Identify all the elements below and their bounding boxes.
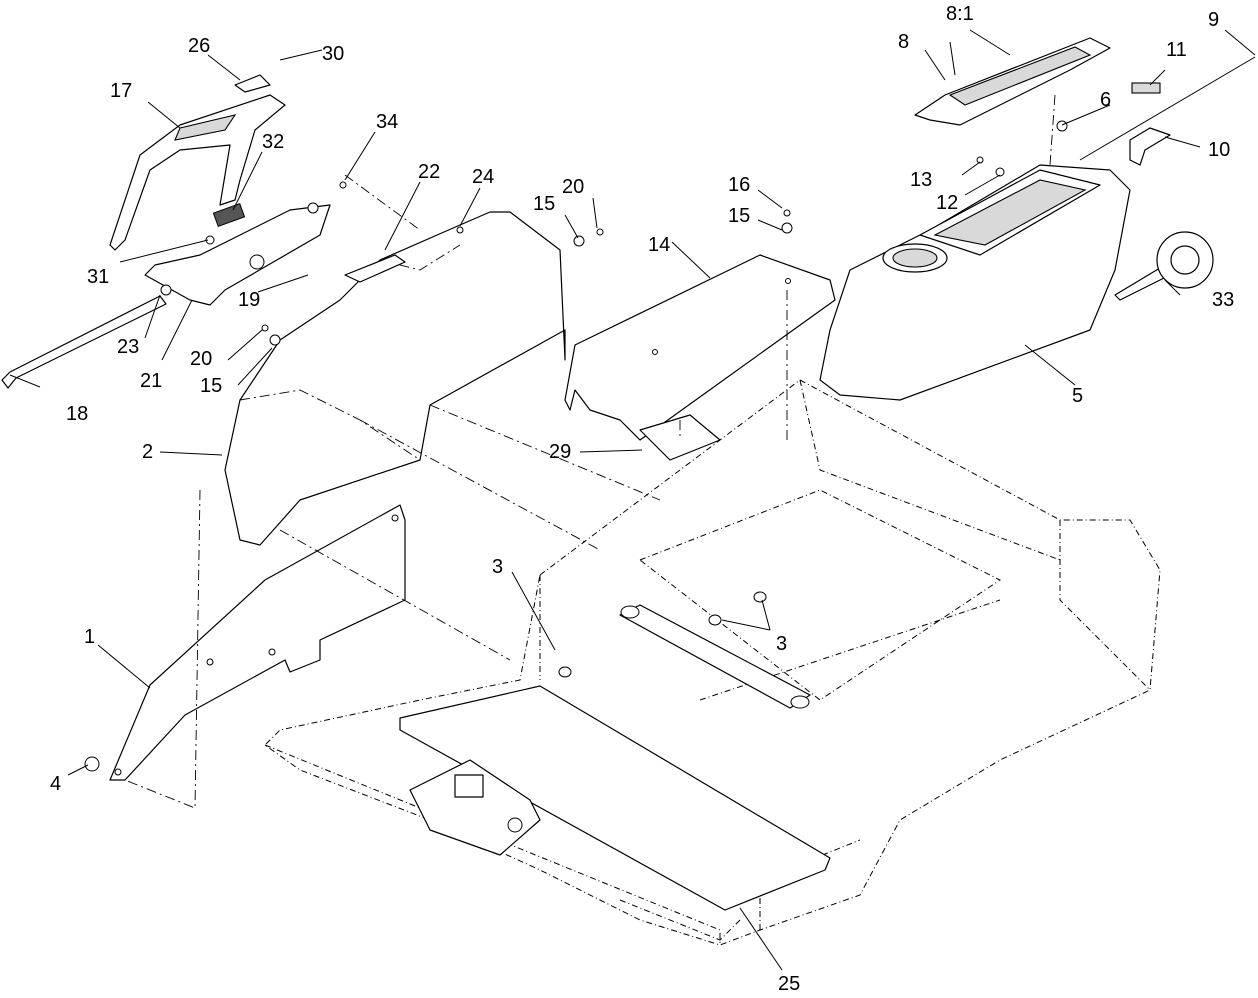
callout-25: 25 (778, 973, 800, 995)
clip-11 (1131, 82, 1161, 94)
hardware-fasteners (84, 120, 1068, 772)
callout-8-1: 8:1 (946, 3, 974, 25)
callout-20a: 20 (562, 176, 584, 198)
callout-22: 22 (418, 161, 440, 183)
callout-15a: 15 (533, 193, 555, 215)
bracket-10 (1129, 127, 1171, 166)
callout-3b: 3 (776, 633, 787, 655)
callout-18: 18 (66, 403, 88, 425)
cross-rods (619, 604, 811, 709)
callout-9: 9 (1208, 9, 1219, 31)
floor-pan (399, 685, 831, 911)
callout-2: 2 (142, 441, 153, 463)
handle-17 (109, 94, 286, 251)
callout-5: 5 (1072, 385, 1083, 407)
callout-3a: 3 (492, 556, 503, 578)
callout-1: 1 (84, 626, 95, 648)
callout-29: 29 (549, 441, 571, 463)
callout-30: 30 (322, 43, 344, 65)
alignment-lines (124, 94, 1056, 809)
side-panel (109, 504, 406, 781)
callout-12: 12 (936, 192, 958, 214)
bracket-21 (144, 204, 331, 306)
callout-14: 14 (648, 234, 670, 256)
callout-17: 17 (110, 80, 132, 102)
seat-base-cover (564, 254, 836, 441)
callout-15b: 15 (728, 205, 750, 227)
callout-33: 33 (1212, 289, 1234, 311)
rod-18 (1, 295, 167, 389)
callout-6: 6 (1100, 89, 1111, 111)
callout-labels: 1 2 3 3 4 5 6 8 8:1 9 10 11 12 13 14 15 … (50, 3, 1234, 995)
callout-32: 32 (262, 131, 284, 153)
leader-lines (9, 29, 1256, 971)
callout-13: 13 (910, 169, 932, 191)
callout-31: 31 (87, 266, 109, 288)
left-console-shell (224, 211, 566, 546)
switch-32 (212, 202, 246, 228)
callout-15c: 15 (200, 375, 222, 397)
front-bracket (409, 759, 541, 856)
callout-20b: 20 (190, 348, 212, 370)
callout-34: 34 (376, 111, 398, 133)
callout-26: 26 (188, 35, 210, 57)
callout-11: 11 (1166, 39, 1187, 61)
callout-4: 4 (50, 773, 61, 795)
callout-23: 23 (117, 336, 139, 358)
wrench-tool (1114, 231, 1214, 301)
rod-9 (1079, 56, 1256, 161)
callout-16: 16 (728, 174, 750, 196)
callout-10: 10 (1208, 139, 1230, 161)
callout-21: 21 (140, 370, 162, 392)
bracket-22 (344, 254, 406, 283)
panel-29 (639, 414, 721, 461)
callout-19: 19 (238, 289, 260, 311)
right-console (819, 164, 1131, 401)
callout-24: 24 (472, 166, 494, 188)
callout-8: 8 (898, 31, 909, 53)
part-26 (234, 74, 271, 93)
